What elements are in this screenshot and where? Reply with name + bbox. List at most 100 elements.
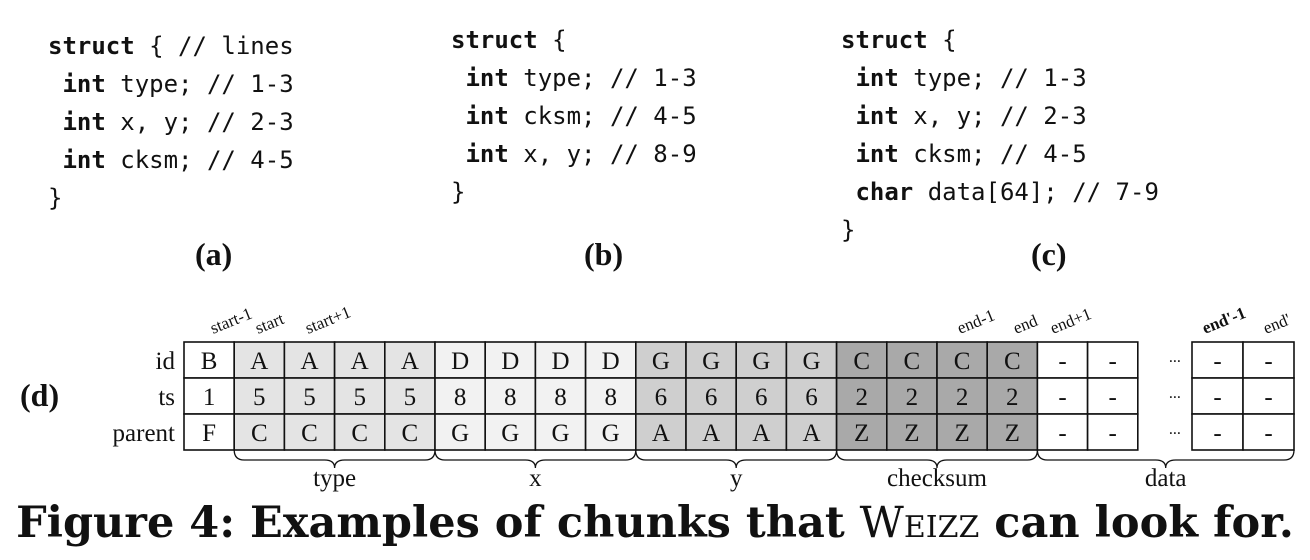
- caption-prefix: Figure 4: Examples of chunks that: [16, 498, 860, 548]
- chunk-table-figure: B1FA5CA5CA5CA5CD8GD8GD8GD8GG6AG6AG6AG6AC…: [20, 302, 1295, 492]
- table-cell: [1086, 413, 1139, 451]
- cell-value: 2: [855, 384, 868, 411]
- cell-value: -: [1109, 384, 1117, 411]
- code-keyword: int: [841, 102, 899, 130]
- table-cell: [634, 413, 687, 451]
- label-d: (d): [20, 377, 59, 413]
- cell-value: C: [402, 420, 419, 447]
- code-keyword: int: [451, 140, 509, 168]
- cell-value: -: [1213, 348, 1221, 375]
- position-label: end+1: [1047, 304, 1094, 338]
- table-cell: [936, 341, 989, 379]
- position-label: start: [252, 309, 287, 338]
- code-line: int type; // 1-3: [48, 65, 294, 103]
- code-line: int cksm; // 4-5: [48, 141, 294, 179]
- ellipsis-mark: ...: [1169, 349, 1181, 366]
- cell-value: -: [1109, 348, 1117, 375]
- struct-a: struct { // lines int type; // 1-3 int x…: [48, 27, 294, 217]
- group-brace: [233, 449, 436, 469]
- table-cell: [936, 413, 989, 451]
- cell-value: Z: [904, 420, 919, 447]
- code-text: x, y; // 2-3: [105, 108, 294, 136]
- cell-value: 1: [203, 384, 216, 411]
- code-keyword: int: [451, 64, 509, 92]
- caption-suffix: can look for.: [979, 498, 1294, 548]
- group-label: y: [730, 465, 743, 492]
- row-label: parent: [113, 420, 176, 447]
- cell-value: 5: [353, 384, 366, 411]
- cell-value: D: [602, 348, 620, 375]
- cell-value: G: [702, 348, 720, 375]
- cell-value: 5: [253, 384, 266, 411]
- cell-value: 6: [755, 384, 768, 411]
- cell-value: A: [652, 420, 670, 447]
- code-text: cksm; // 4-5: [105, 146, 294, 174]
- label-a: (a): [195, 236, 233, 272]
- code-keyword: struct: [451, 26, 538, 54]
- cell-value: A: [802, 420, 820, 447]
- code-line: }: [451, 173, 697, 211]
- cell-value: G: [551, 420, 569, 447]
- position-label: start+1: [302, 302, 353, 337]
- table-cell: [484, 377, 537, 415]
- cell-value: 2: [1006, 384, 1019, 411]
- cell-value: -: [1264, 420, 1272, 447]
- cell-value: G: [802, 348, 820, 375]
- table-cell: [183, 341, 236, 379]
- position-label: end': [1260, 310, 1293, 338]
- cell-value: Z: [954, 420, 969, 447]
- cell-value: -: [1213, 420, 1221, 447]
- table-cell: [885, 341, 938, 379]
- table-cell: [534, 377, 587, 415]
- label-b: (b): [584, 236, 624, 272]
- cell-value: 8: [604, 384, 617, 411]
- code-text: { // lines: [134, 32, 294, 60]
- cell-value: C: [904, 348, 921, 375]
- table-cell: [233, 413, 286, 451]
- table-cell: [1242, 413, 1295, 451]
- code-line: }: [841, 211, 1159, 249]
- cell-value: G: [652, 348, 670, 375]
- code-keyword: int: [48, 146, 106, 174]
- ellipsis-mark: ...: [1169, 421, 1181, 438]
- code-text: x, y; // 8-9: [508, 140, 697, 168]
- label-c: (c): [1031, 236, 1067, 272]
- cell-value: 6: [655, 384, 668, 411]
- code-keyword: struct: [841, 26, 928, 54]
- code-line: char data[64]; // 7-9: [841, 173, 1158, 211]
- cell-value: A: [300, 348, 318, 375]
- group-brace: [835, 449, 1039, 469]
- cell-value: C: [1004, 348, 1021, 375]
- code-text: }: [48, 184, 63, 212]
- cell-value: 5: [303, 384, 316, 411]
- code-line: int type; // 1-3: [841, 59, 1159, 97]
- code-text: {: [537, 26, 567, 54]
- code-line: struct {: [451, 21, 697, 59]
- table-cell: [1242, 377, 1295, 415]
- cell-value: G: [451, 420, 469, 447]
- cell-value: D: [451, 348, 469, 375]
- table-cell: [685, 377, 738, 415]
- group-brace: [635, 449, 838, 469]
- table-cell: [685, 413, 738, 451]
- group-brace: [434, 449, 637, 469]
- group-label: type: [313, 465, 356, 492]
- cell-value: A: [351, 348, 369, 375]
- code-text: }: [451, 178, 466, 206]
- cell-value: 5: [404, 384, 417, 411]
- caption-system-name: Weizz: [859, 498, 980, 548]
- table-cell: [434, 341, 487, 379]
- row-label: ts: [158, 384, 175, 411]
- cell-value: -: [1058, 348, 1066, 375]
- struct-c: struct { int type; // 1-3 int x, y; // 2…: [841, 21, 1159, 249]
- code-line: }: [48, 179, 294, 217]
- group-brace: [1036, 449, 1295, 469]
- cell-value: -: [1264, 348, 1272, 375]
- table-cell: [835, 377, 888, 415]
- cell-value: 6: [705, 384, 718, 411]
- cell-value: 8: [554, 384, 567, 411]
- code-text: type; // 1-3: [898, 64, 1087, 92]
- table-cell: [584, 413, 637, 451]
- table-cell: [735, 341, 788, 379]
- group-label: data: [1145, 465, 1187, 492]
